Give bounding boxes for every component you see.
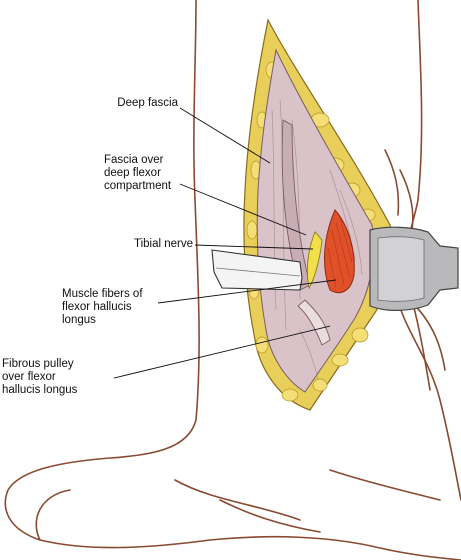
- muscle-striations: [327, 217, 353, 289]
- label-fascia-over-deep-flexor-compartment: Fascia over deep flexor compartment: [104, 154, 172, 192]
- leader-fibrous-pulley: [113, 325, 331, 379]
- leader-muscle-fibers: [157, 279, 337, 304]
- label-fibrous-pulley: Fibrous pulley over flexor hallucis long…: [2, 358, 78, 396]
- left-retractor: [211, 249, 303, 291]
- fascia-flap: [281, 119, 311, 291]
- leader-deep-fascia: [179, 107, 271, 164]
- leader-lines: [113, 107, 337, 379]
- fibrous-pulley: [297, 299, 331, 346]
- leader-tibial-nerve: [194, 244, 314, 250]
- leader-fascia-over-compartment: [179, 183, 307, 236]
- skin-outline: [4, 0, 461, 560]
- label-muscle-fibers-flexor-hallucis-longus: Muscle fibers of flexor hallucis longus: [62, 288, 143, 326]
- label-deep-fascia: Deep fascia: [117, 97, 178, 109]
- label-tibial-nerve: Tibial nerve: [133, 238, 193, 250]
